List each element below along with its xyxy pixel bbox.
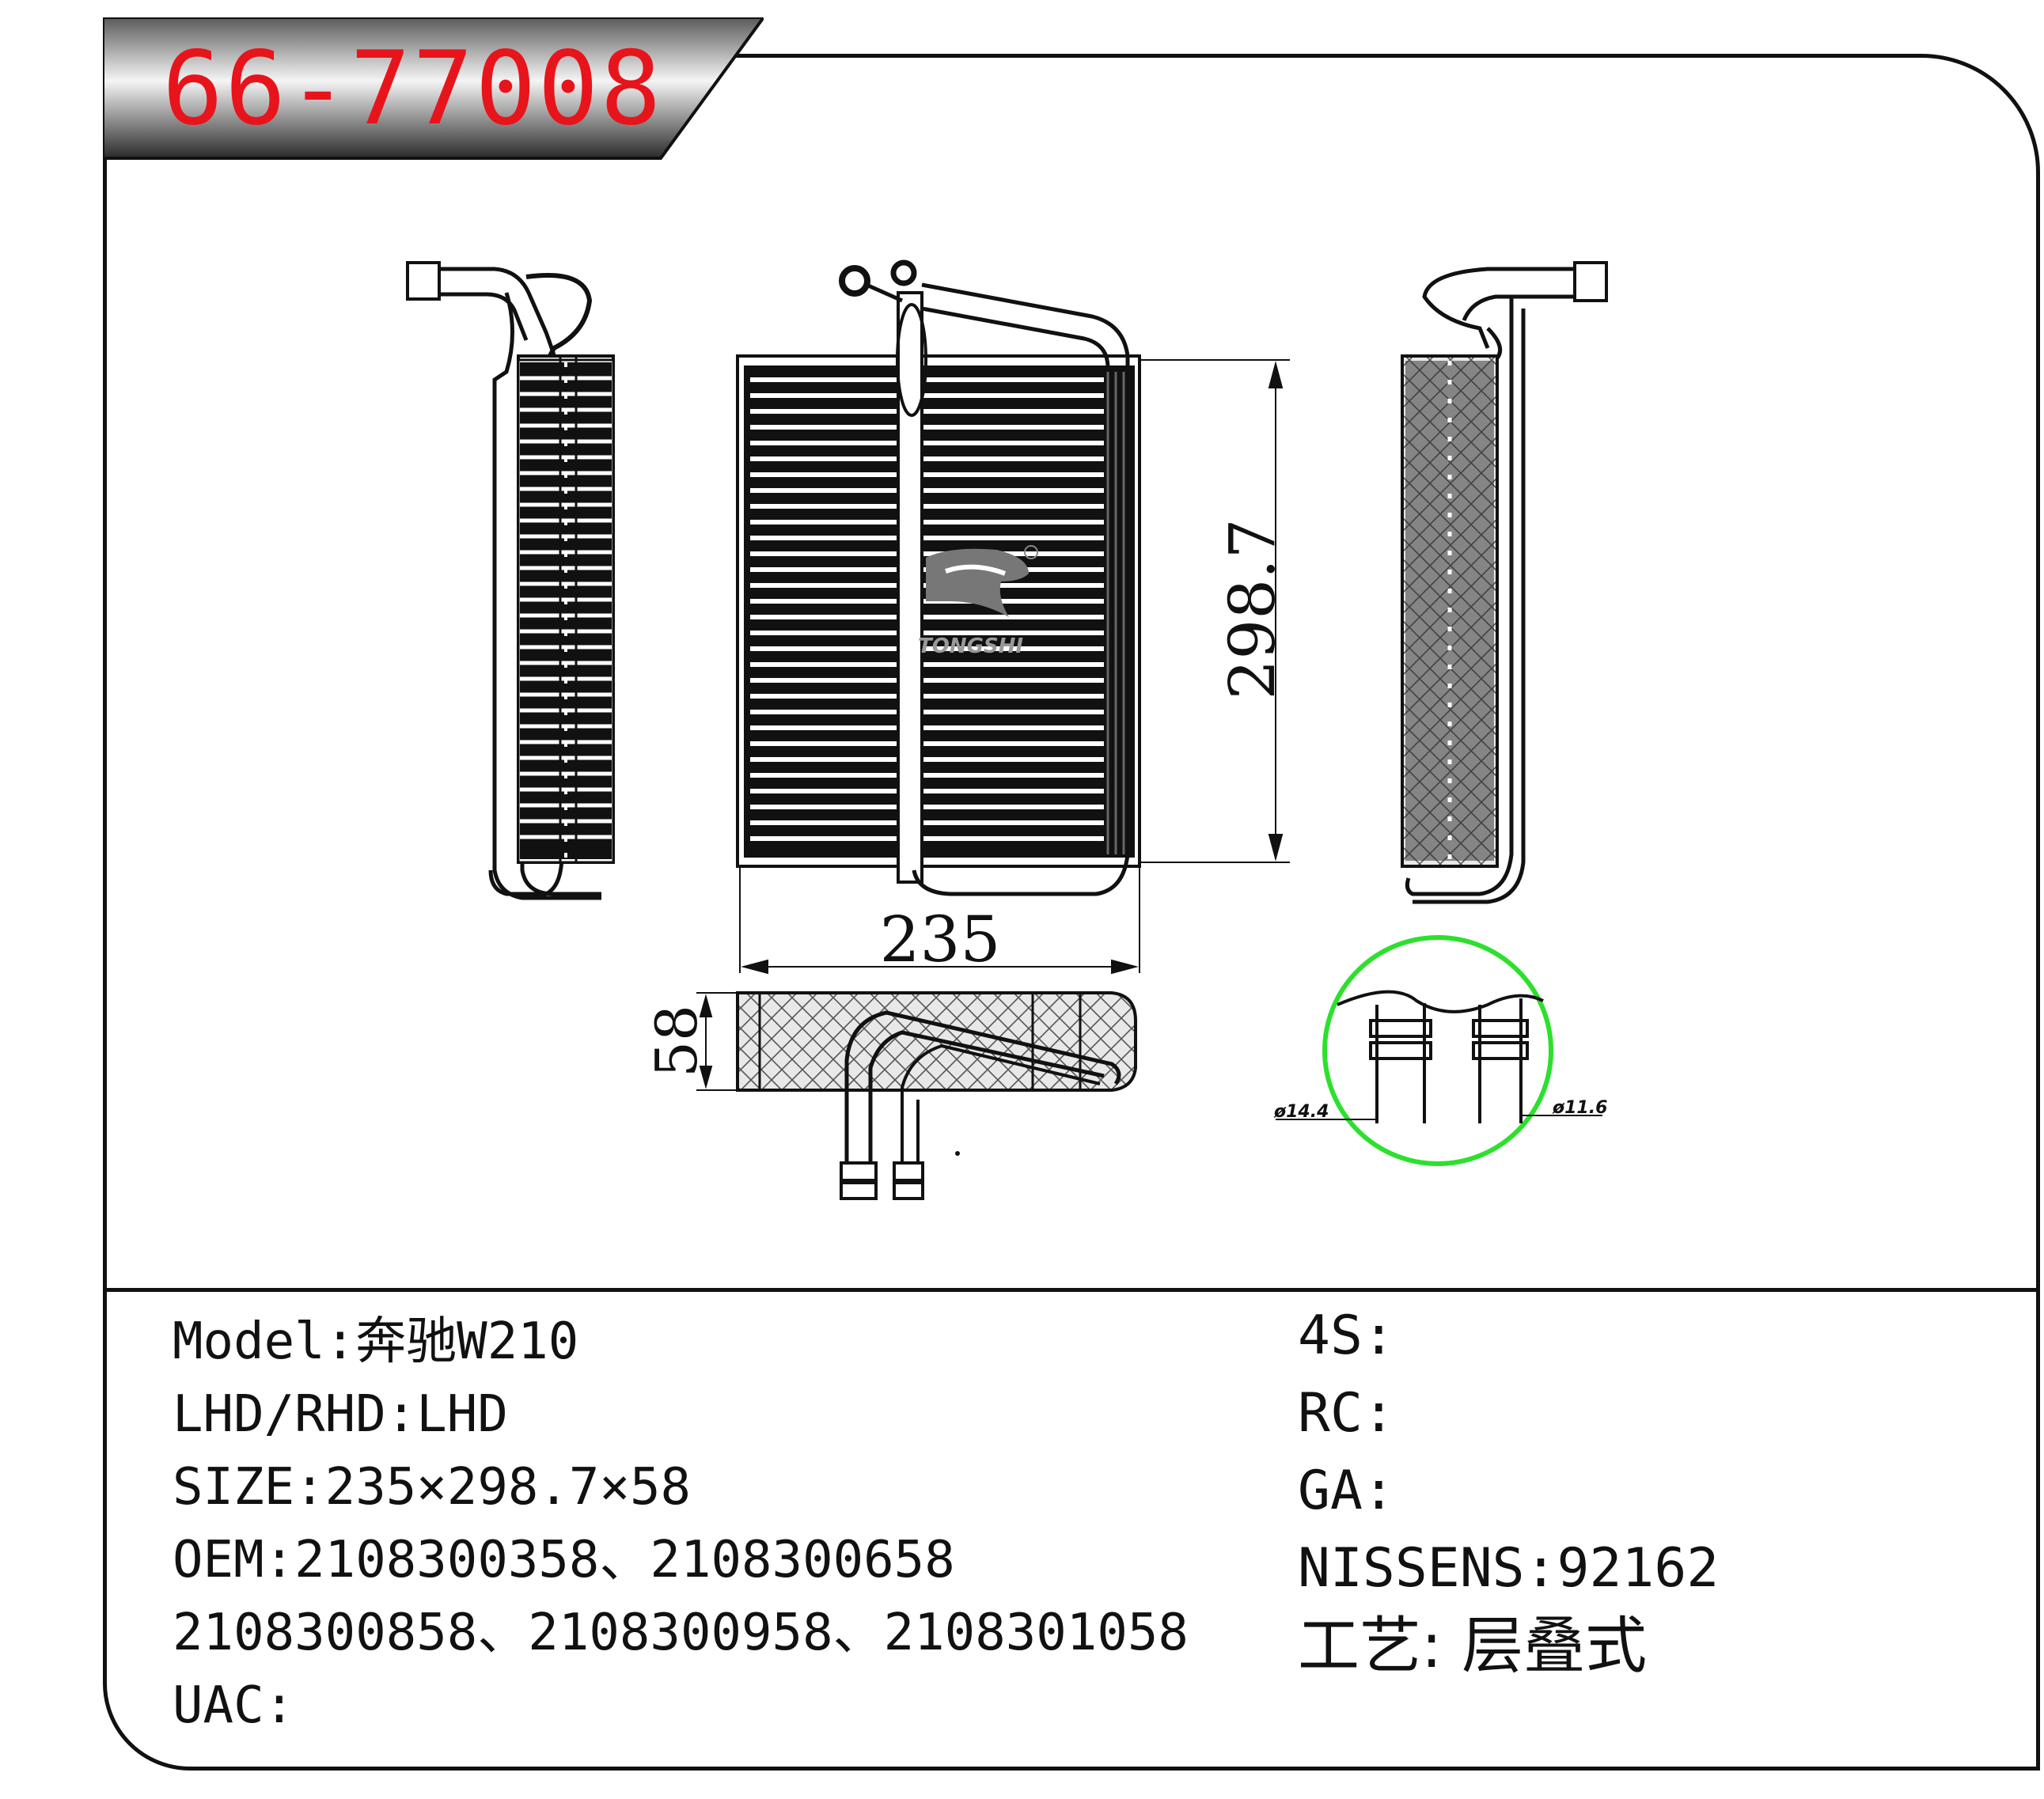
- dimension-height-label: 298.7: [1215, 518, 1289, 699]
- spec-ga: GA:: [1298, 1460, 1395, 1522]
- pipe-large-diameter: ø14.4: [1273, 1102, 1329, 1122]
- technical-drawing: TONGSHI 298.7 235: [406, 259, 1608, 1200]
- spec-rc: RC:: [1298, 1382, 1395, 1445]
- spec-model: Model:奔驰W210: [173, 1312, 579, 1371]
- watermark: TONGSHI: [918, 634, 1023, 658]
- spec-oem: OEM:2108300358、2108300658: [173, 1531, 955, 1589]
- top-view: [736, 991, 1137, 1200]
- spec-uac: UAC:: [173, 1676, 295, 1735]
- spec-list-left: Model:奔驰W210 LHD/RHD:LHD SIZE:235×298.7×…: [173, 1305, 1189, 1742]
- part-number-tab: [103, 17, 764, 160]
- spec-oem-continued: 2108300858、2108300958、2108301058: [173, 1604, 1189, 1662]
- dimension-width-label: 235: [880, 903, 1001, 976]
- dimension-height: [1140, 359, 1290, 863]
- dimension-width: [739, 866, 1140, 975]
- pipe-small-diameter: ø11.6: [1552, 1098, 1607, 1118]
- spec-nissens: NISSENS:92162: [1298, 1537, 1720, 1600]
- spec-size: SIZE:235×298.7×58: [173, 1458, 692, 1517]
- info-divider: [103, 1288, 2040, 1292]
- spec-4s: 4S:: [1298, 1305, 1395, 1367]
- front-view: TONGSHI: [736, 259, 1141, 896]
- part-number: 66-77008: [162, 30, 663, 148]
- side-view-right: [1401, 261, 1608, 904]
- dimension-depth-label: 58: [643, 1005, 710, 1078]
- spec-list-right: 4S: RC: GA: NISSENS:92162 工艺: 层叠式: [1298, 1297, 1719, 1685]
- dimension-depth: [696, 992, 736, 1091]
- side-view-left-fins: [520, 354, 612, 864]
- spec-drive-side: LHD/RHD:LHD: [173, 1385, 508, 1444]
- pipe-detail-callout: ø14.4 ø11.6: [1273, 935, 1607, 1166]
- spec-craft: 工艺: 层叠式: [1298, 1611, 1648, 1682]
- drawing-frame: [103, 54, 2040, 1771]
